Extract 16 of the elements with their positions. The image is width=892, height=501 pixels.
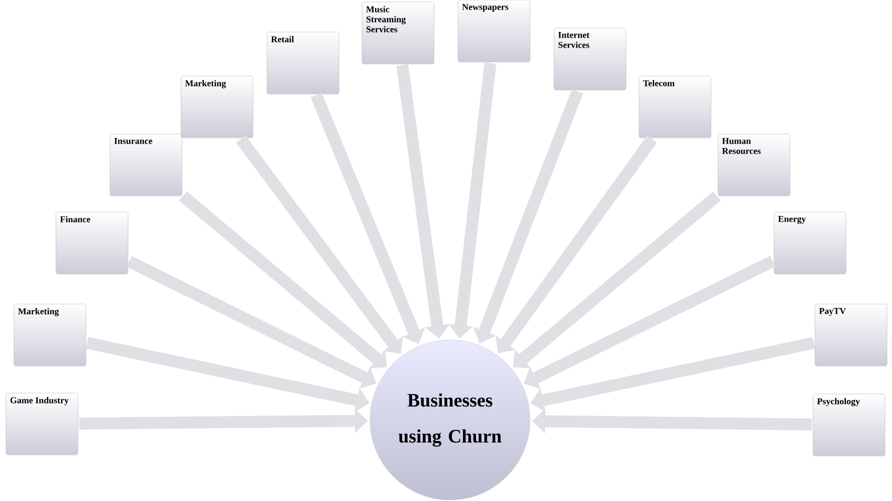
- block-arrow: [513, 191, 721, 368]
- category-box: Game Industry: [6, 392, 78, 456]
- category-box: Psychology: [812, 394, 886, 456]
- category-box: Music Streaming Services: [362, 2, 434, 64]
- category-box: Newspapers: [458, 0, 530, 62]
- category-box: Human Resources: [718, 134, 790, 196]
- category-box: Retail: [266, 32, 340, 94]
- block-arrow: [179, 191, 387, 368]
- category-box: PayTV: [814, 304, 888, 366]
- category-box: Insurance: [110, 134, 182, 196]
- category-box: Internet Services: [554, 28, 626, 90]
- category-box: Telecom: [638, 76, 712, 138]
- category-box: Marketing: [14, 304, 86, 366]
- category-box: Finance: [56, 212, 128, 274]
- category-box: Energy: [774, 212, 846, 274]
- category-box: Marketing: [180, 76, 254, 138]
